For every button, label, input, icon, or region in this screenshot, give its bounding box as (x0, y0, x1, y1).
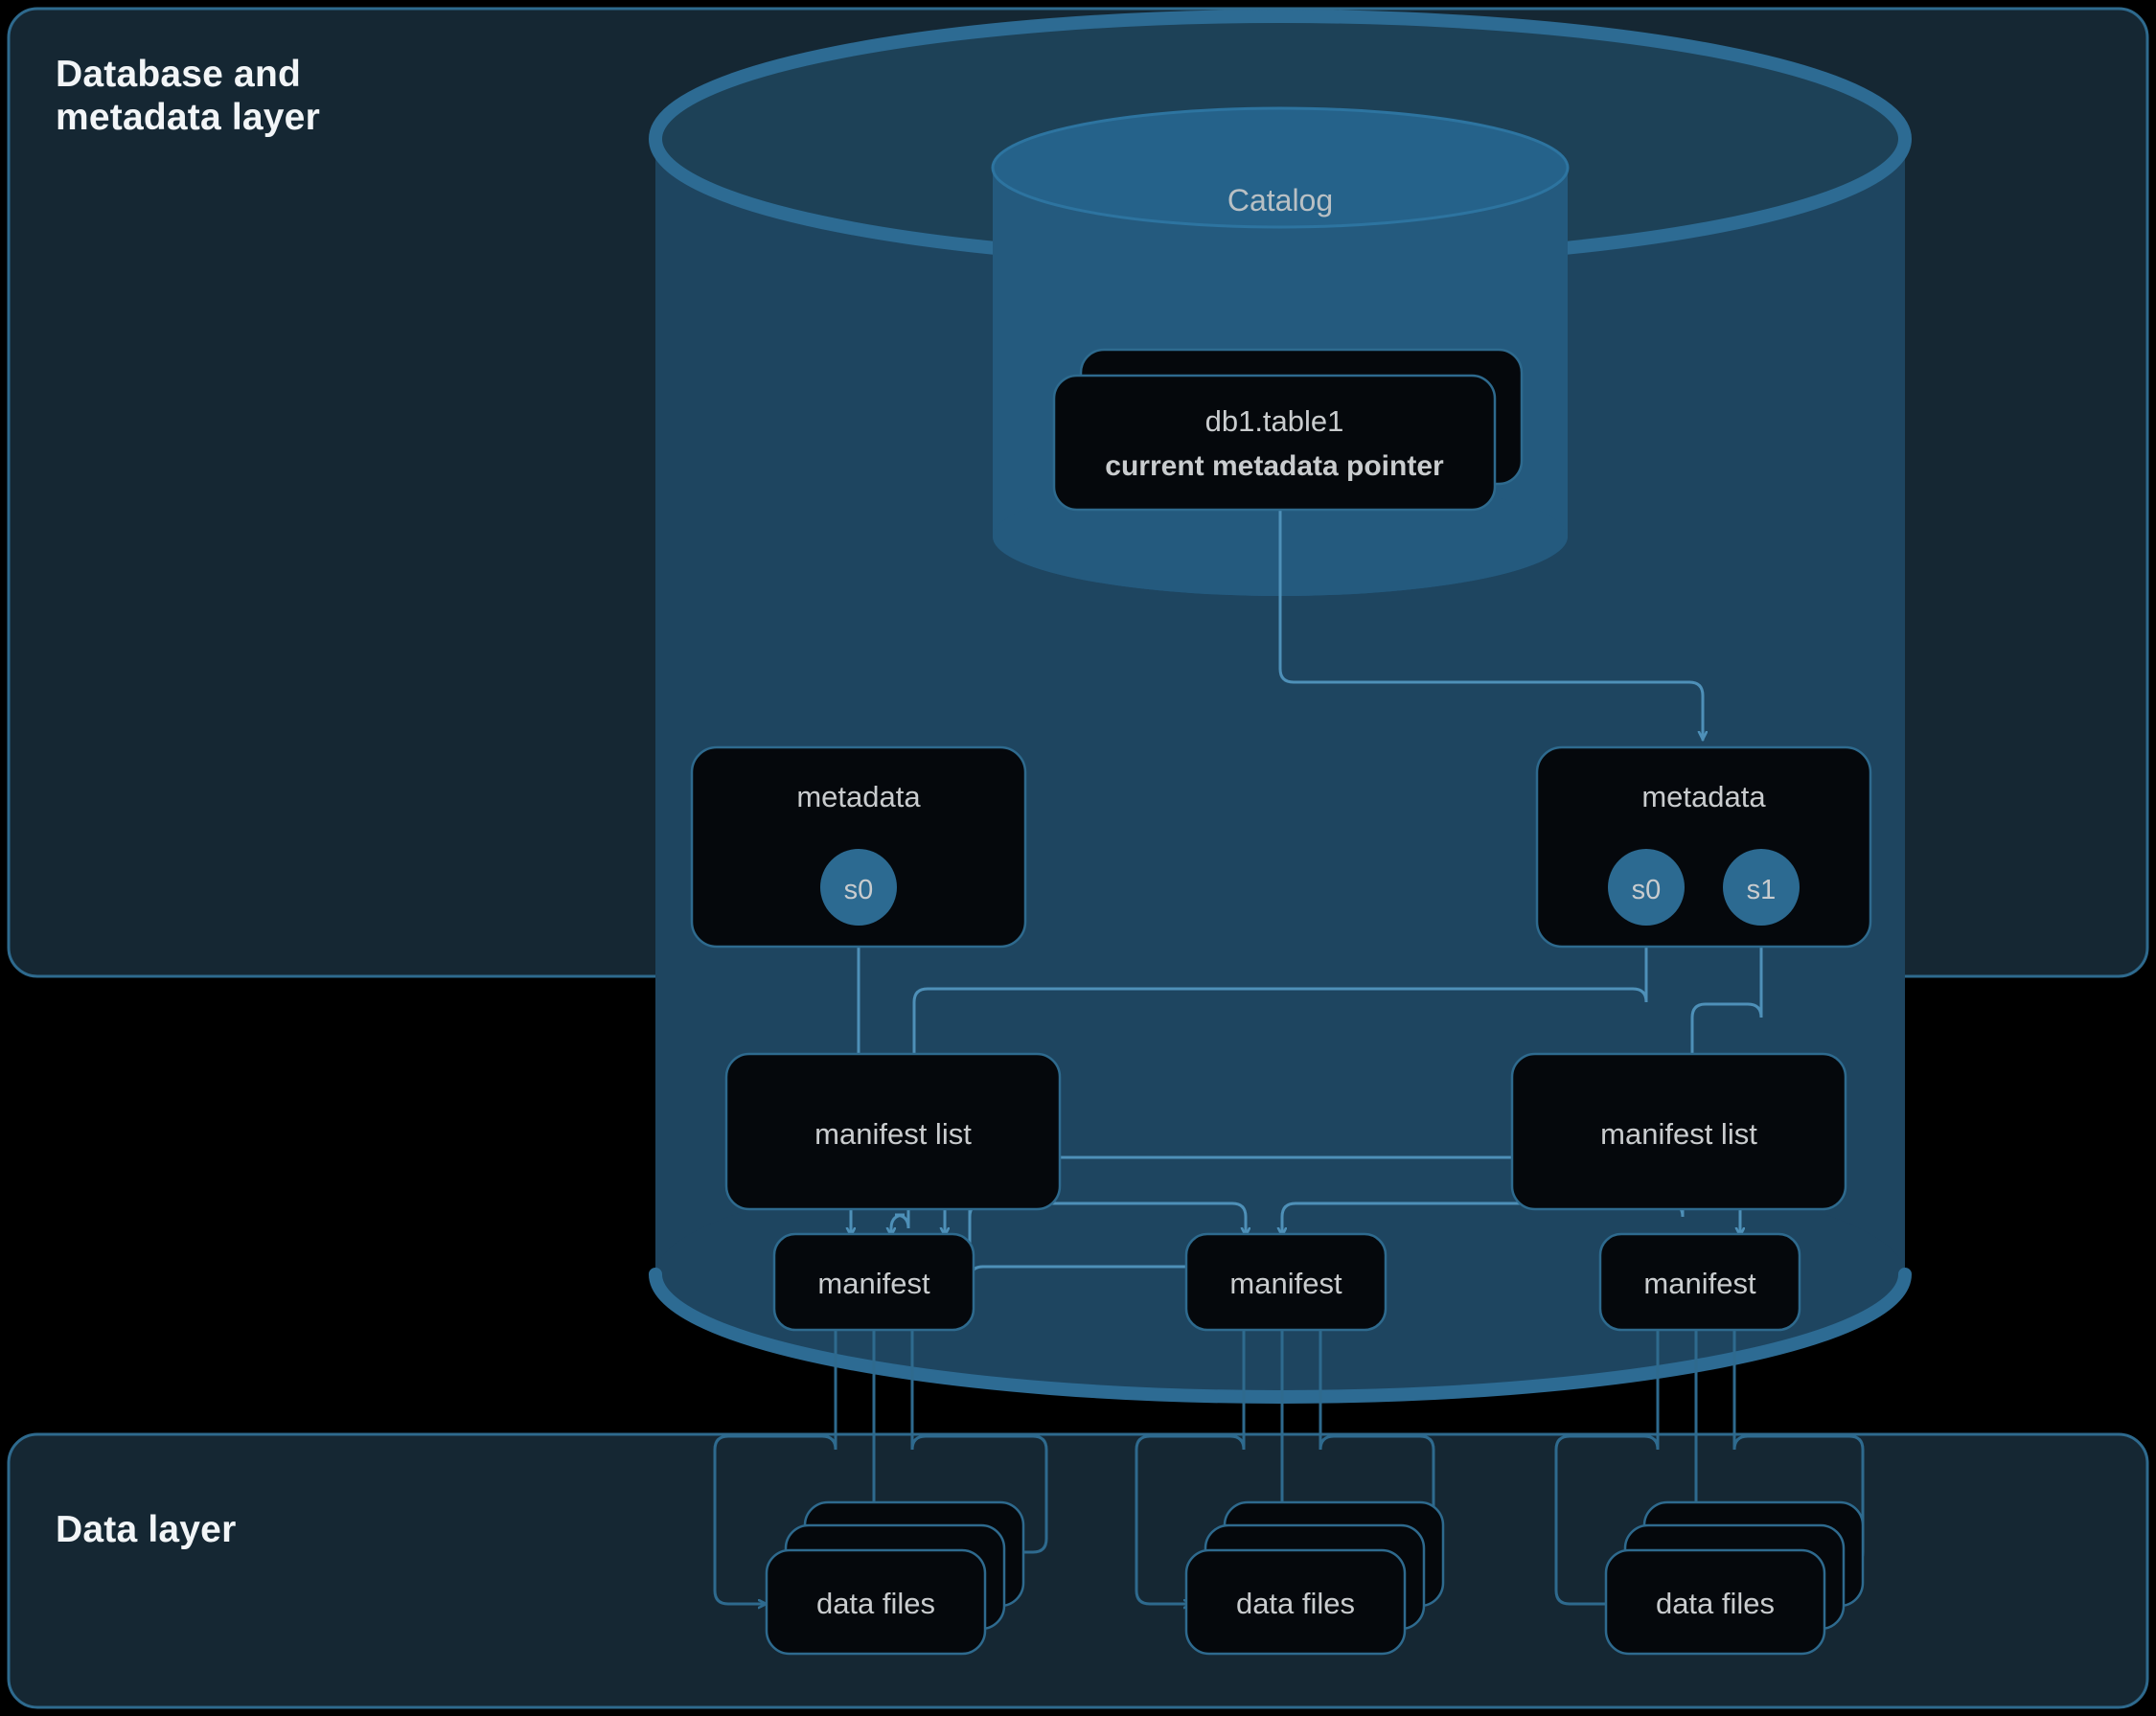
connector-manifest-3-to-data-files-3-left (1554, 1325, 1660, 1604)
metadata-left-s0-label: s0 (844, 875, 874, 905)
manifest-list-right-box[interactable] (1510, 1052, 1847, 1211)
metadata-right-label: metadata (1641, 780, 1766, 813)
manifest-list-right-label: manifest list (1600, 1117, 1757, 1151)
manifest-3-box[interactable] (1598, 1232, 1801, 1332)
snapshot-circle-s0-right[interactable] (1608, 849, 1685, 926)
pointer-line1: db1.table1 (1205, 404, 1344, 438)
metadata-left-box[interactable] (690, 745, 1027, 949)
metadata-right-box[interactable] (1535, 745, 1872, 949)
data-files-3-stack[interactable] (1604, 1500, 1865, 1656)
data-files-1-stack[interactable] (765, 1500, 1025, 1656)
data-files-3-label: data files (1656, 1587, 1775, 1620)
connector-manifest-1-to-data-files-1-left (713, 1325, 837, 1604)
manifest-3-label: manifest (1643, 1267, 1756, 1300)
metadata-right-s0-label: s0 (1632, 875, 1662, 905)
manifest-1-label: manifest (817, 1267, 930, 1300)
data-files-2-label: data files (1236, 1587, 1355, 1620)
catalog-pointer-card[interactable] (1052, 348, 1524, 512)
data-files-1-label: data files (816, 1587, 935, 1620)
connector-mlist-left-to-manifest-1b (891, 1205, 910, 1238)
catalog-label: Catalog (1227, 183, 1333, 217)
database-layer-title: Database and metadata layer (56, 54, 320, 138)
data-layer-title: Data layer (56, 1509, 237, 1550)
manifest-2-label: manifest (1229, 1267, 1342, 1300)
metadata-left-label: metadata (796, 780, 921, 813)
connector-metadata-right-s1-to-manifest-list-right (1692, 889, 1763, 1069)
manifest-list-left-box[interactable] (724, 1052, 1062, 1211)
connector-mlist-right-to-manifest-2 (1282, 1201, 1685, 1238)
manifest-1-box[interactable] (772, 1232, 975, 1332)
connector-metadata-right-s0-to-manifest-list-left (914, 889, 1648, 1069)
connector-pointer-to-metadata-right (1278, 496, 1703, 742)
connector-manifest-2-to-data-files-2-left (1135, 1325, 1246, 1604)
metadata-right-s1-label: s1 (1747, 875, 1777, 905)
snapshot-circle-s1-right[interactable] (1723, 849, 1800, 926)
connector-mlist-left-to-manifest-2 (968, 1201, 1246, 1238)
data-files-2-stack[interactable] (1184, 1500, 1445, 1656)
pointer-line2: current metadata pointer (1105, 450, 1444, 482)
snapshot-circle-s0-left[interactable] (820, 849, 897, 926)
manifest-2-box[interactable] (1184, 1232, 1388, 1332)
connector-manifest-1-to-data-files-1-right (910, 1325, 1048, 1552)
manifest-list-left-label: manifest list (814, 1117, 972, 1151)
